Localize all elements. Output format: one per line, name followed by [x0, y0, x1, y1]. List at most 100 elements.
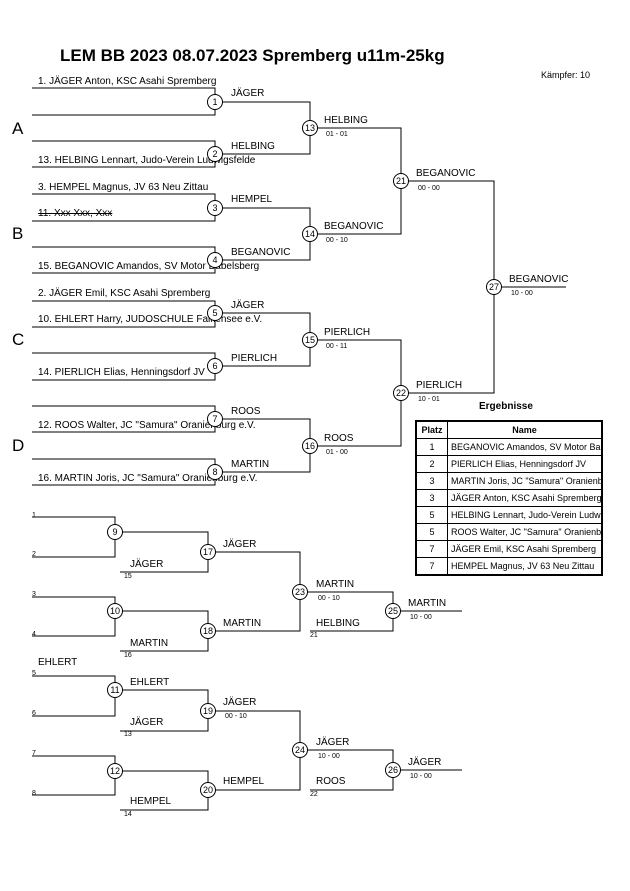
rep-source-label: 21 [310, 632, 318, 639]
rep-source-label: 13 [124, 731, 132, 738]
match-number: 23 [292, 584, 308, 600]
match-number: 9 [107, 524, 123, 540]
match-number: 20 [200, 782, 216, 798]
name-cell: JÄGER Emil, KSC Asahi Spremberg [447, 540, 603, 558]
column-header-place: Platz [415, 420, 448, 439]
match-number: 7 [207, 411, 223, 427]
match-number: 19 [200, 703, 216, 719]
match-number: 21 [393, 173, 409, 189]
rep-entry: HEMPEL [130, 796, 172, 807]
rep-slot-label: 8 [32, 790, 36, 797]
match-number: 14 [302, 226, 318, 242]
score-match-21: 00 - 00 [418, 185, 440, 192]
entry-12: 12. ROOS Walter, JC "Samura" Oranienburg… [38, 420, 256, 431]
match-number: 13 [302, 120, 318, 136]
rep-entry: HELBING [316, 618, 360, 629]
winner-match-27: BEGANOVIC [509, 274, 569, 285]
score-match-19: 00 - 10 [225, 713, 247, 720]
score-match-27: 10 - 00 [511, 290, 533, 297]
winner-match-1: JÄGER [231, 88, 265, 99]
score-match-22: 10 - 01 [418, 396, 440, 403]
entry-16: 16. MARTIN Joris, JC "Samura" Oranienbur… [38, 473, 258, 484]
match-number: 6 [207, 358, 223, 374]
match-number: 22 [393, 385, 409, 401]
rep-slot-label: 4 [32, 631, 36, 638]
match-number: 4 [207, 252, 223, 268]
winner-match-3: HEMPEL [231, 194, 273, 205]
score-match-13: 01 - 01 [326, 131, 348, 138]
match-number: 18 [200, 623, 216, 639]
rep-source-label: 22 [310, 791, 318, 798]
entry-13: 13. HELBING Lennart, Judo-Verein Ludwigs… [38, 155, 256, 166]
rep-source-label: 16 [124, 652, 132, 659]
page-title: LEM BB 2023 08.07.2023 Spremberg u11m-25… [60, 46, 445, 65]
score-match-24: 10 - 00 [318, 753, 340, 760]
winner-match-21: BEGANOVIC [416, 168, 476, 179]
name-cell: PIERLICH Elias, Henningsdorf JV [447, 455, 603, 473]
match-number: 12 [107, 763, 123, 779]
column-header-name: Name [447, 420, 603, 439]
entry-3: 3. HEMPEL Magnus, JV 63 Neu Zittau [38, 182, 209, 193]
rep-entry: ROOS [316, 776, 346, 787]
winner-match-8: MARTIN [231, 459, 270, 470]
winner-match-24: JÄGER [316, 737, 350, 748]
score-match-26: 10 - 00 [410, 773, 432, 780]
match-number: 27 [486, 279, 502, 295]
rep-entry: MARTIN [130, 638, 169, 649]
place-cell: 3 [415, 472, 448, 490]
entry-10: 10. EHLERT Harry, JUDOSCHULE Falkensee e… [38, 314, 263, 325]
score-match-14: 00 - 10 [326, 237, 348, 244]
rep-source-label: 15 [124, 573, 132, 580]
rep-entry: JÄGER [130, 559, 164, 570]
winner-match-2: HELBING [231, 141, 275, 152]
place-cell: 7 [415, 557, 448, 576]
pool-label-a: A [12, 119, 24, 138]
match-number: 3 [207, 200, 223, 216]
name-cell: HELBING Lennart, Judo-Verein Ludwigsfeld… [447, 506, 603, 524]
entry-2: 2. JÄGER Emil, KSC Asahi Spremberg [38, 288, 211, 299]
place-cell: 5 [415, 523, 448, 541]
name-cell: MARTIN Joris, JC "Samura" Oranienburg e.… [447, 472, 603, 490]
rep-entry: JÄGER [130, 717, 164, 728]
fighter-count: Kämpfer: 10 [541, 70, 591, 80]
match-number: 17 [200, 544, 216, 560]
winner-match-11: EHLERT [130, 677, 170, 688]
winner-match-7: ROOS [231, 406, 261, 417]
winner-match-13: HELBING [324, 115, 368, 126]
name-cell: BEGANOVIC Amandos, SV Motor Babelsberg [447, 438, 603, 456]
winner-match-15: PIERLICH [324, 327, 371, 338]
winner-match-25: MARTIN [408, 598, 447, 609]
score-match-23: 00 - 10 [318, 595, 340, 602]
match-number: 24 [292, 742, 308, 758]
rep-slot-label: 3 [32, 591, 36, 598]
winner-match-17: JÄGER [223, 539, 257, 550]
entry-15: 15. BEGANOVIC Amandos, SV Motor Babelsbe… [38, 261, 260, 272]
winner-match-23: MARTIN [316, 579, 355, 590]
entry-14: 14. PIERLICH Elias, Henningsdorf JV [38, 367, 205, 378]
rep-slot-label: 7 [32, 750, 36, 757]
winner-match-16: ROOS [324, 433, 354, 444]
pool-label-c: C [12, 330, 25, 349]
name-cell: JÄGER Anton, KSC Asahi Spremberg [447, 489, 603, 507]
match-number: 8 [207, 464, 223, 480]
winner-match-19: JÄGER [223, 697, 257, 708]
pool-label-d: D [12, 436, 25, 455]
winner-match-4: BEGANOVIC [231, 247, 291, 258]
match-number: 10 [107, 603, 123, 619]
winner-match-6: PIERLICH [231, 353, 278, 364]
winner-match-26: JÄGER [408, 757, 442, 768]
match-number: 2 [207, 146, 223, 162]
table-header-row: Platz Name [415, 420, 603, 439]
place-cell: 5 [415, 506, 448, 524]
rep-slot-label: 1 [32, 512, 36, 519]
score-match-25: 10 - 00 [410, 614, 432, 621]
